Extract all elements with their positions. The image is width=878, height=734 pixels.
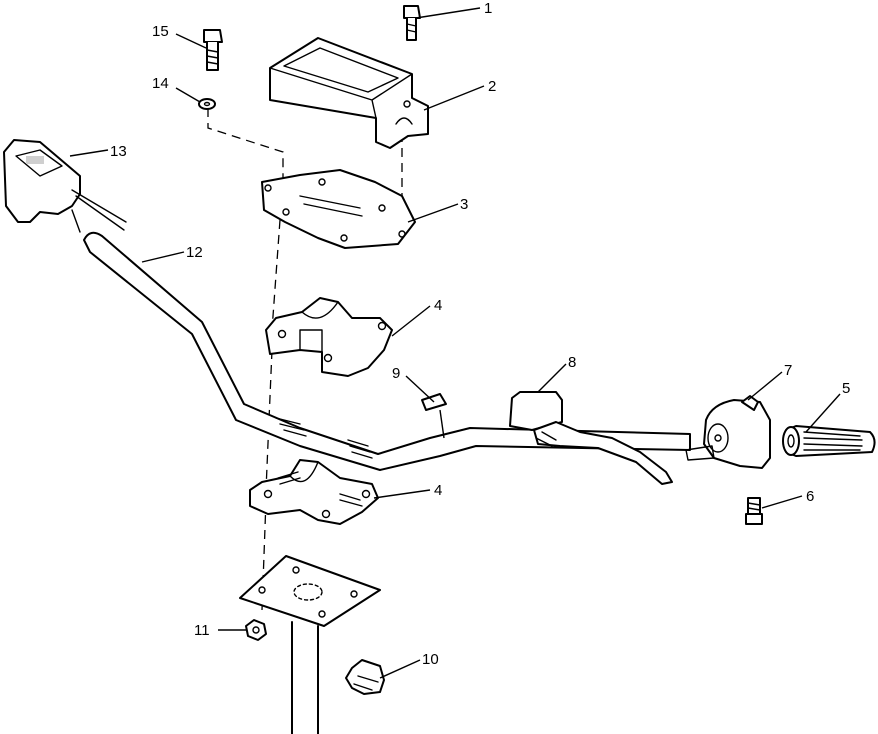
steering-post-plate (239, 555, 381, 627)
part-3-mounting-plate (261, 169, 416, 249)
part-2-handlebar-pad (269, 37, 429, 149)
part-4-upper-clamp (265, 297, 393, 377)
callout-15: 15 (152, 23, 169, 40)
callout-1: 1 (484, 0, 492, 17)
part-5-grip (782, 425, 876, 457)
callout-13: 13 (110, 143, 127, 160)
callout-14: 14 (152, 75, 169, 92)
callout-6: 6 (806, 488, 814, 505)
callout-labels: 1 2 3 4 4 5 6 7 8 9 10 11 12 13 14 15 (110, 0, 850, 668)
callout-12: 12 (186, 244, 203, 261)
part-10-clamp (345, 659, 385, 695)
callout-3: 3 (460, 196, 468, 213)
part-13-switch-housing (3, 139, 127, 233)
part-1-bolt (403, 5, 421, 41)
part-11-nut (245, 619, 267, 641)
part-14-washer (198, 98, 216, 110)
part-15-bolt (203, 29, 223, 71)
callout-5: 5 (842, 380, 850, 397)
part-12-handlebar (83, 231, 691, 471)
callout-8: 8 (568, 354, 576, 371)
callout-4-lower: 4 (434, 482, 442, 499)
part-6-screw (745, 497, 763, 525)
steering-post (291, 621, 319, 734)
callout-4-upper: 4 (434, 297, 442, 314)
callout-2: 2 (488, 78, 496, 95)
callout-11: 11 (194, 622, 210, 639)
leader-lines (69, 7, 841, 679)
callout-9: 9 (392, 365, 400, 382)
part-7-throttle-housing (685, 395, 771, 469)
callout-10: 10 (422, 651, 439, 668)
part-4-lower-clamp (249, 459, 379, 525)
part-8-brake-lever (509, 391, 673, 485)
callout-7: 7 (784, 362, 792, 379)
